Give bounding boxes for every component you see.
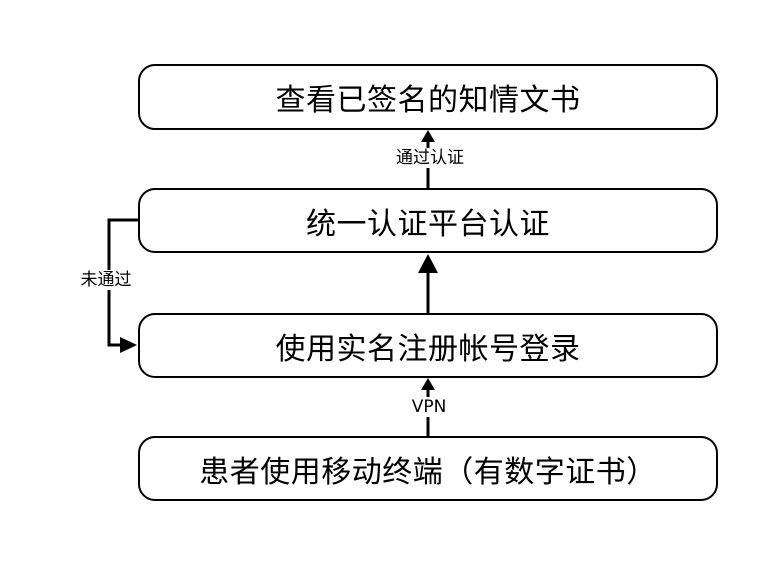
arrowhead-pass-auth: [421, 130, 435, 142]
edge-label-vpn: VPN: [399, 397, 459, 417]
edge-label-pass: 通过认证: [369, 148, 491, 168]
arrowhead-login-to-auth: [418, 254, 438, 273]
step-mobile-terminal: 患者使用移动终端（有数字证书）: [138, 436, 718, 501]
step-login: 使用实名注册帐号登录: [138, 313, 718, 378]
arrowhead-fail-loop: [120, 337, 137, 353]
step-unified-auth-label: 统一认证平台认证: [306, 206, 550, 242]
step-login-label: 使用实名注册帐号登录: [275, 331, 581, 367]
step-view-consent: 查看已签名的知情文书: [138, 64, 718, 130]
step-view-consent-label: 查看已签名的知情文书: [275, 83, 581, 118]
step-mobile-terminal-label: 患者使用移动终端（有数字证书）: [199, 454, 657, 490]
arrowhead-vpn: [421, 378, 435, 390]
step-unified-auth: 统一认证平台认证: [138, 188, 718, 253]
edge-label-fail: 未通过: [66, 270, 146, 290]
